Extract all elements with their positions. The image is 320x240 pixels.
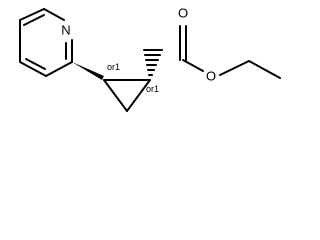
ethyl-bond-2 [248,60,281,79]
structure-canvas: N O O or1 or1 [0,0,290,124]
hash-bond-right [143,49,163,76]
ring-bond-4 [45,61,73,77]
ring-bond-5 [19,61,47,77]
wedge-bond-left [72,62,104,80]
ring-bond-1-inner [23,14,45,26]
ethyl-bond-1 [219,60,250,76]
cyclopropane-bond-right [126,79,151,112]
ester-bond [182,59,204,72]
ester-oxygen-label: O [206,68,216,83]
cyclopropane-ring [103,79,151,112]
left-stereo-label: or1 [107,62,120,72]
ring-bond-5-inner [25,58,46,70]
nitrogen-atom-label: N [61,22,70,37]
cyclopropane-bond-left [103,79,128,112]
molecule-drawing: N O O or1 or1 [19,5,281,112]
pyridine-ring [19,8,73,77]
right-stereo-label: or1 [146,84,159,94]
ring-bond-2 [43,8,65,21]
carbonyl-oxygen-label: O [178,5,188,20]
ring-bond-1 [19,8,45,21]
